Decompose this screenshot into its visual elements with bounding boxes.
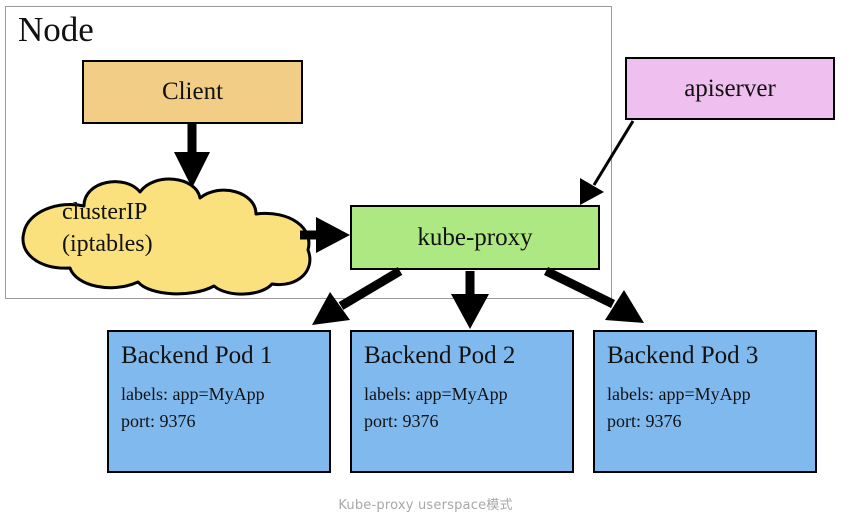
pod-labels: labels: app=MyApp	[607, 384, 751, 404]
backend-pod-1-box[interactable]: Backend Pod 1 labels: app=MyApp port: 93…	[107, 330, 331, 473]
apiserver-box[interactable]: apiserver	[625, 57, 835, 120]
client-box[interactable]: Client	[82, 60, 303, 124]
backend-pod-2-box[interactable]: Backend Pod 2 labels: app=MyApp port: 93…	[350, 330, 574, 473]
pod-title: Backend Pod 2	[364, 342, 516, 369]
clusterip-cloud: clusterIP (iptables)	[14, 170, 322, 296]
pod-title: Backend Pod 3	[607, 342, 759, 369]
backend-pod-3-box[interactable]: Backend Pod 3 labels: app=MyApp port: 93…	[593, 330, 817, 473]
pod-labels: labels: app=MyApp	[121, 384, 265, 404]
pod-port: port: 9376	[364, 411, 439, 431]
node-label: Node	[18, 10, 94, 49]
pod-title: Backend Pod 1	[121, 342, 273, 369]
apiserver-label: apiserver	[684, 74, 776, 102]
kube-proxy-box[interactable]: kube-proxy	[350, 205, 600, 270]
cloud-line-2: (iptables)	[62, 231, 153, 257]
pod-port: port: 9376	[607, 411, 682, 431]
clusterip-cloud-text: clusterIP (iptables)	[62, 196, 262, 260]
figure-caption: Kube-proxy userspace模式	[338, 498, 513, 513]
kube-proxy-label: kube-proxy	[417, 223, 533, 251]
client-label: Client	[161, 78, 224, 105]
cloud-line-1: clusterIP	[62, 199, 148, 225]
pod-port: port: 9376	[121, 411, 196, 431]
pod-labels: labels: app=MyApp	[364, 384, 508, 404]
